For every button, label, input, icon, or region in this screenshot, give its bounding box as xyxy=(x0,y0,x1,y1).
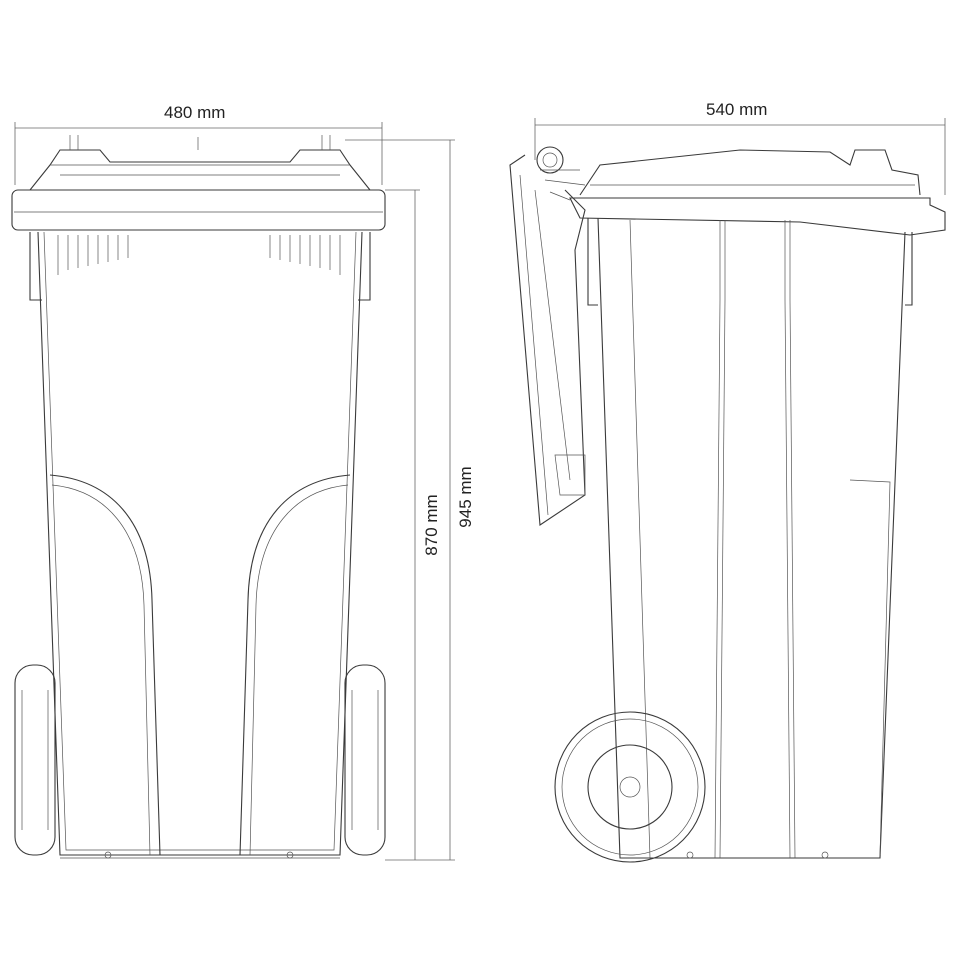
side-body xyxy=(587,217,913,859)
front-lid xyxy=(11,135,386,231)
open-lid xyxy=(509,146,586,526)
front-ribs xyxy=(57,235,341,275)
width-label: 480 mm xyxy=(164,103,226,122)
depth-dimension-line xyxy=(534,118,946,195)
front-body xyxy=(29,231,371,859)
side-wheel xyxy=(554,711,706,863)
front-view xyxy=(11,122,455,861)
side-view xyxy=(509,118,946,863)
body-height-label: 870 mm xyxy=(422,494,441,556)
height-dimension-lines xyxy=(345,139,455,861)
total-height-label: 945 mm xyxy=(456,466,475,528)
side-lid xyxy=(569,149,946,236)
width-dimension-line xyxy=(14,122,383,185)
front-wheels xyxy=(14,664,386,856)
depth-label: 540 mm xyxy=(706,100,768,119)
